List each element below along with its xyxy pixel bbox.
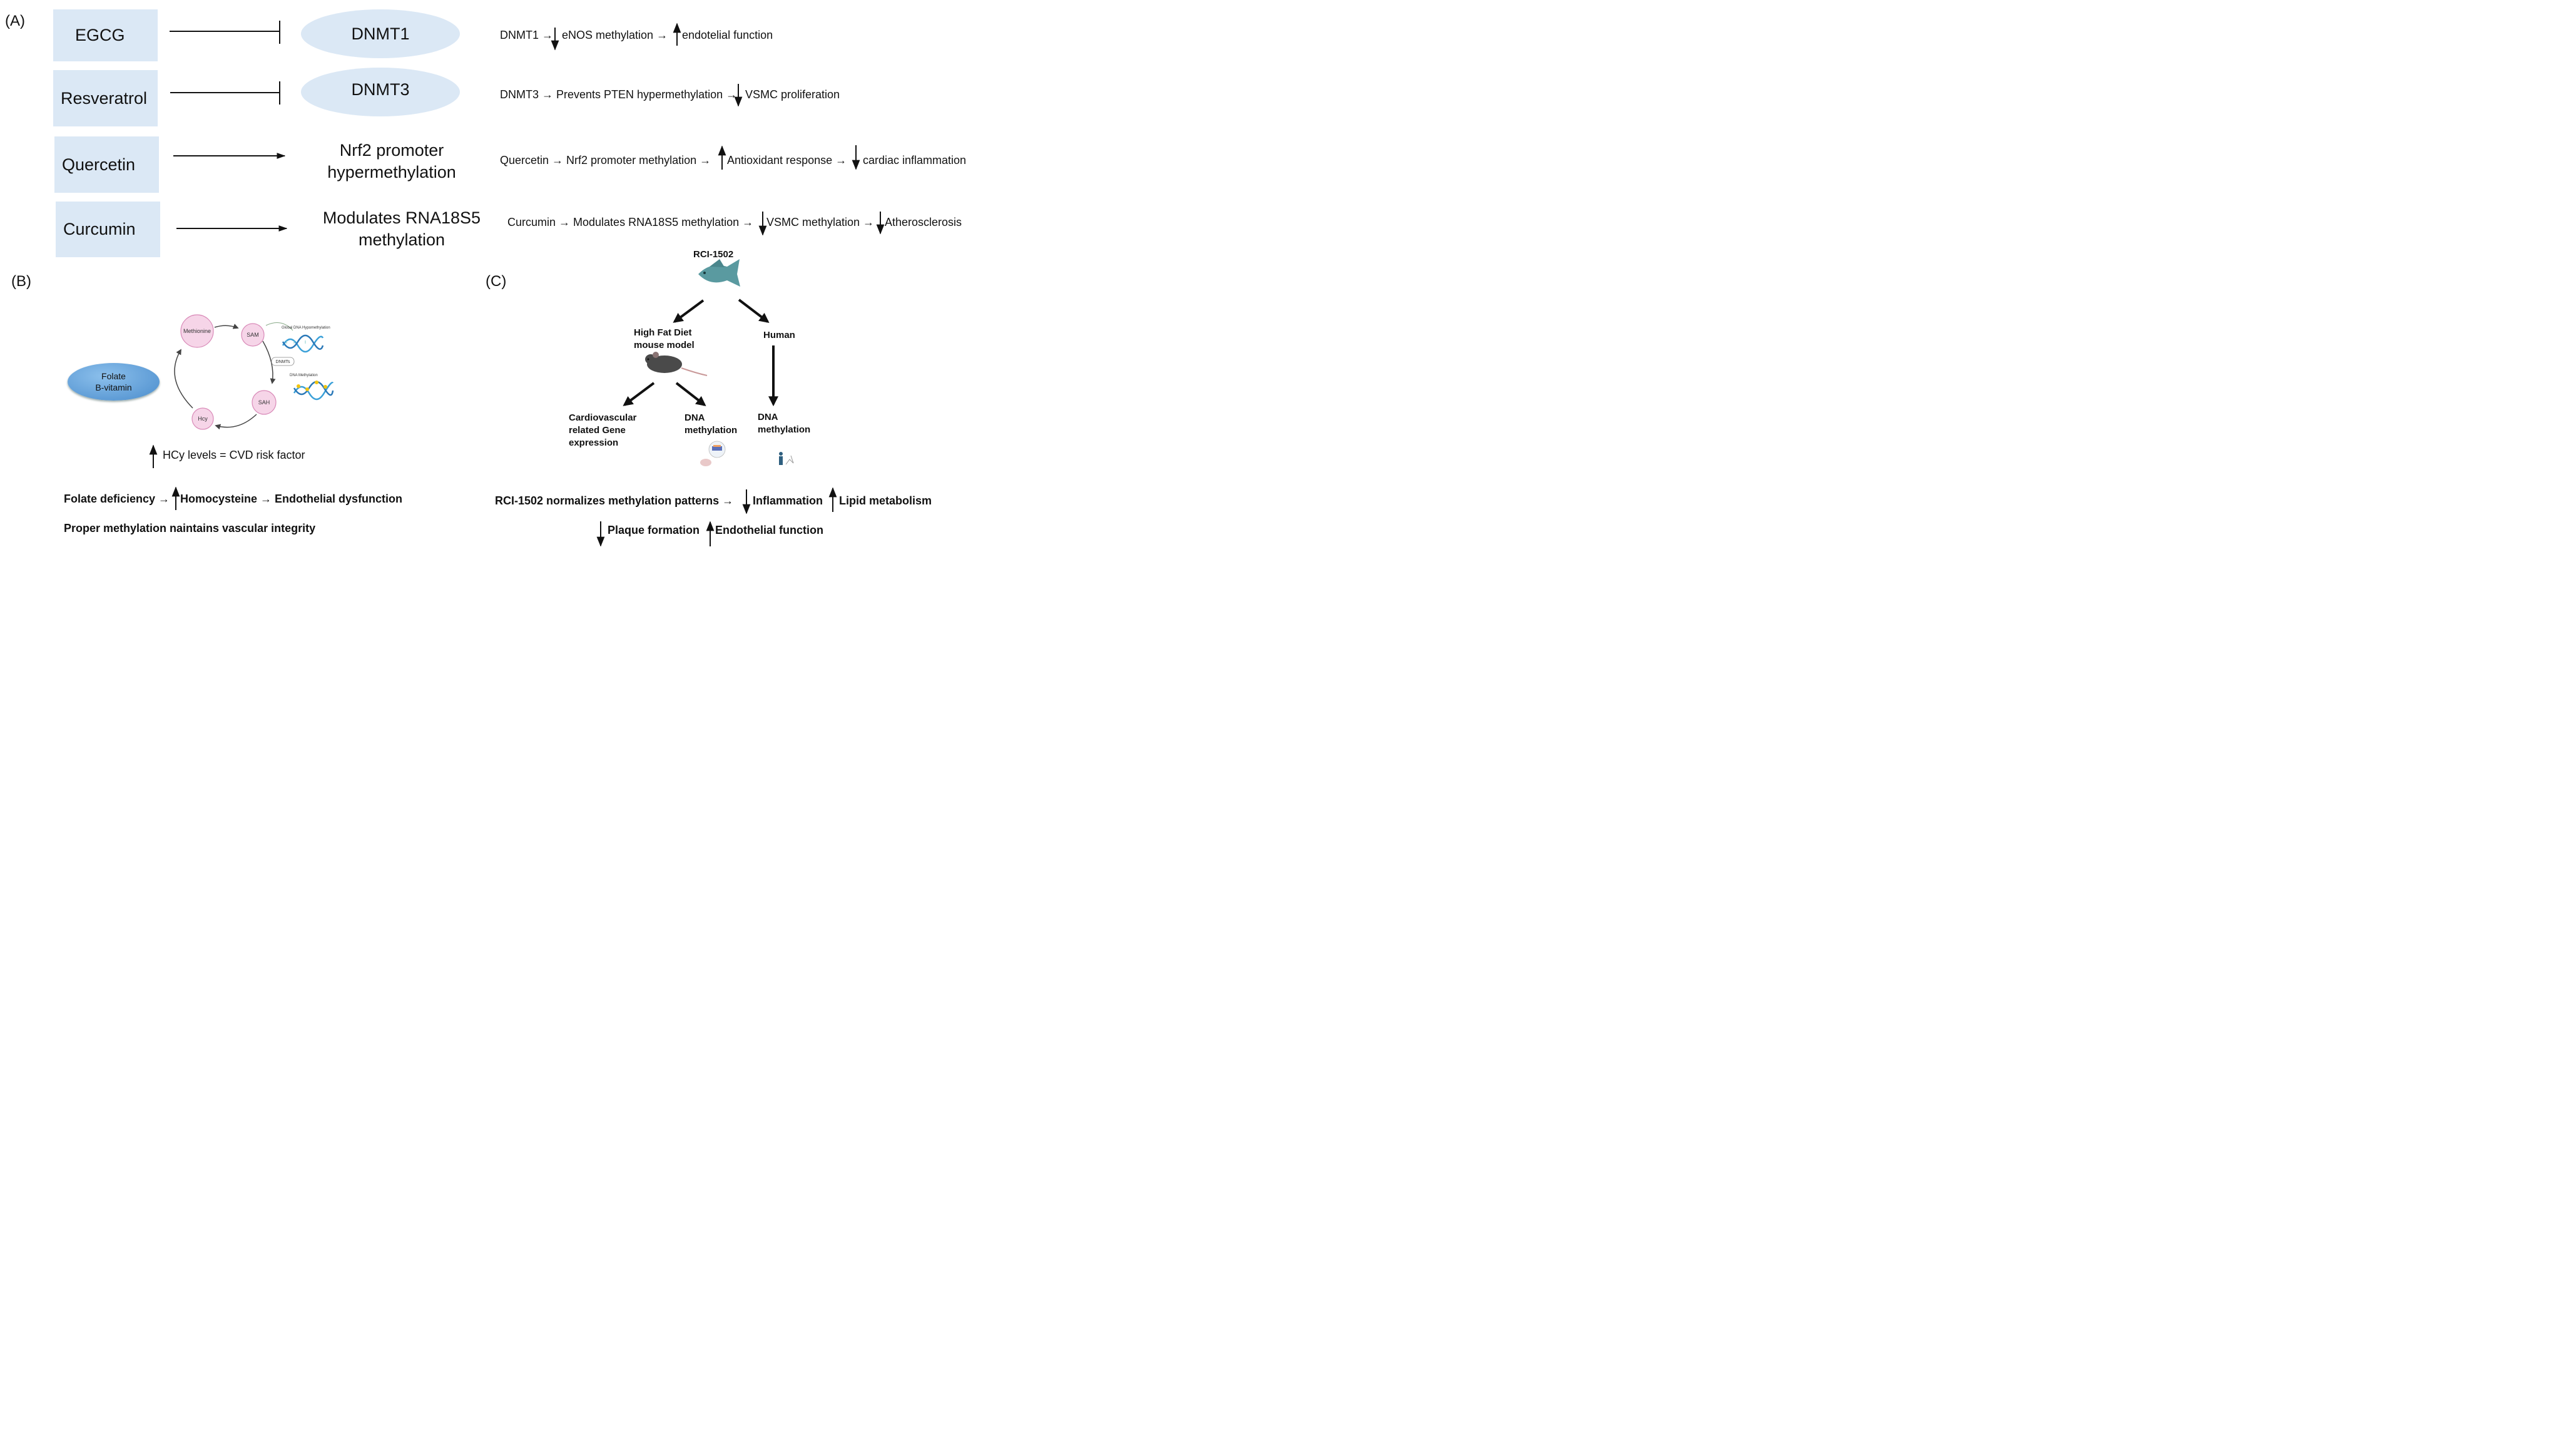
- dnmts-pill: [271, 357, 295, 366]
- target-dnmt3: DNMT3: [301, 68, 460, 116]
- effect-resveratrol-part2: VSMC proliferation: [745, 88, 840, 101]
- hcy-note: HCy levels = CVD risk factor: [163, 449, 305, 461]
- effect-egcg-part2: eNOS methylation →: [562, 29, 668, 41]
- dnmts-text: DNMTs: [276, 360, 290, 364]
- panel-c-label: (C): [486, 273, 507, 290]
- global-hypo-text: Global DNA Hypomethylation: [282, 326, 330, 330]
- diagram-graphics: Methionine SAM SAH Hcy DNMTs Global DNA …: [149, 21, 885, 547]
- summary2-part2: Endothelial function: [715, 524, 823, 536]
- mouse-icon: [645, 352, 708, 376]
- arrow-rci-to-human: [738, 299, 770, 323]
- mouse-lab-icon: [700, 441, 726, 466]
- mouse-dna-meth-label: DNA methylation: [685, 412, 737, 437]
- dna-helix-top: [282, 334, 324, 353]
- hcy-text: Hcy: [198, 416, 208, 422]
- sah-text: SAH: [258, 399, 270, 406]
- inhibit-arrow-egcg: [170, 21, 280, 44]
- arrow-rci-to-hfd: [673, 299, 705, 323]
- mouse-dna-line1: DNA: [685, 412, 705, 423]
- target-rna18s5-line2: methylation: [358, 230, 445, 249]
- human-dna-line2: methylation: [758, 424, 811, 435]
- target-nrf2-line1: Nrf2 promoter: [339, 141, 444, 160]
- target-dnmt1: DNMT1: [301, 9, 460, 58]
- statement1-part2: Homocysteine → Endothelial dysfunction: [180, 493, 403, 505]
- human-dna-meth-label: DNA methylation: [758, 411, 810, 436]
- summary1-part3: Lipid metabolism: [839, 494, 932, 507]
- effect-curcumin-part2: VSMC methylation →: [766, 216, 875, 228]
- hcy-node: [191, 407, 214, 430]
- panel-a-label: (A): [5, 13, 25, 29]
- statement1-part1: Folate deficiency →: [64, 493, 170, 505]
- hfd-label: High Fat Diet mouse model: [634, 327, 695, 352]
- sam-text: SAM: [247, 332, 259, 338]
- target-rna18s5-line1: Modulates RNA18S5: [322, 208, 481, 227]
- effect-quercetin-part2: Antioxidant response →: [727, 154, 847, 166]
- dna-helix-bottom: [293, 381, 334, 401]
- folate-ellipse: Folate B-vitamin: [68, 363, 160, 401]
- summary1-part1: RCI-1502 normalizes methylation patterns…: [495, 494, 734, 507]
- inhibit-arrow-resveratrol: [170, 81, 280, 105]
- effect-resveratrol-part1: DNMT3 → Prevents PTEN hypermethylation →: [500, 88, 738, 101]
- panel-b-label: (B): [11, 273, 31, 290]
- cv-line2: related Gene: [569, 425, 626, 436]
- mouse-dna-line2: methylation: [685, 425, 738, 436]
- summary2-part1: Plaque formation: [608, 524, 700, 536]
- folate-line2: B-vitamin: [95, 382, 132, 392]
- hfd-line1: High Fat Diet: [634, 327, 692, 338]
- sah-node: [252, 390, 277, 415]
- target-nrf2-line2: hypermethylation: [327, 163, 456, 182]
- arrow-mouse-to-cv: [623, 382, 655, 406]
- compound-quercetin: Quercetin: [54, 136, 159, 193]
- target-rna18s5: Modulates RNA18S5 methylation: [310, 207, 493, 251]
- effect-curcumin-part1: Curcumin → Modulates RNA18S5 methylation…: [507, 216, 754, 228]
- methionine-node: [180, 314, 214, 348]
- effect-curcumin-part3: Atherosclerosis: [885, 216, 962, 228]
- compound-resveratrol: Resveratrol: [53, 70, 158, 126]
- cv-line1: Cardiovascular: [569, 412, 637, 423]
- compound-curcumin: Curcumin: [56, 202, 160, 257]
- effect-quercetin-part1: Quercetin → Nrf2 promoter methylation →: [500, 154, 711, 166]
- human-label: Human: [763, 330, 795, 340]
- summary1-part2: Inflammation: [753, 494, 823, 507]
- fish-icon: [698, 259, 740, 287]
- effect-egcg-part1: DNMT1 →: [500, 29, 553, 41]
- figure-canvas: (A) EGCG Resveratrol Quercetin Curcumin …: [0, 0, 981, 553]
- cv-gene-label: Cardiovascular related Gene expression: [569, 412, 636, 449]
- effect-egcg-part3: endotelial function: [682, 29, 773, 41]
- sam-node: [241, 323, 265, 347]
- compound-egcg: EGCG: [53, 9, 158, 61]
- rci-root-label: RCI-1502: [693, 249, 734, 260]
- effect-quercetin-part3: cardiac inflammation: [863, 154, 967, 166]
- arrow-mouse-to-dna: [675, 382, 706, 406]
- folate-line1: Folate: [101, 371, 126, 381]
- human-lab-icon: [779, 452, 794, 465]
- cv-line3: expression: [569, 437, 619, 448]
- dna-meth-small-text: DNA Methylation: [290, 374, 318, 377]
- statement2: Proper methylation naintains vascular in…: [64, 522, 316, 534]
- hfd-line2: mouse model: [634, 340, 695, 350]
- methionine-cycle: Methionine SAM SAH Hcy DNMTs Global DNA …: [174, 314, 330, 430]
- human-dna-line1: DNA: [758, 412, 778, 422]
- methionine-text: Methionine: [183, 328, 211, 334]
- target-nrf2: Nrf2 promoter hypermethylation: [304, 140, 479, 183]
